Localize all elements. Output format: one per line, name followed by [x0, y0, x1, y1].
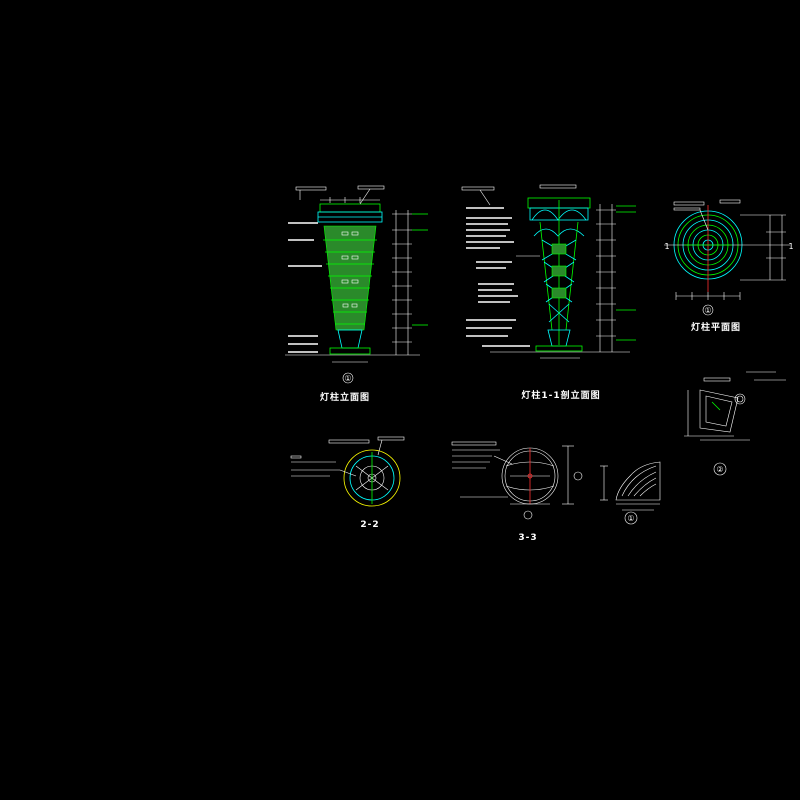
elevation-axis-bubble: [342, 372, 354, 384]
section-view-title: 灯柱1-1剖立面图: [521, 389, 600, 401]
detail-1-view: ①: [600, 461, 661, 525]
plan-axis-bubble: [702, 304, 714, 316]
elevation-view-title: 灯柱立面图: [320, 391, 370, 403]
svg-text:1: 1: [664, 242, 669, 251]
detail-2-bubble: [713, 462, 727, 476]
tapered-column-body: [323, 225, 377, 331]
lamp-post-plan-view: 1 1 ① 灯柱平面图: [664, 199, 794, 333]
detail-1-bubble: [624, 511, 638, 525]
section-2-2-view: 2-2: [290, 436, 405, 530]
lamp-post-section-view: 灯柱1-1剖立面图: [461, 184, 636, 401]
plan-axis-mark: ①: [704, 306, 711, 315]
section-3-3-label: 3-3: [518, 533, 537, 543]
section-truss-body: [539, 200, 579, 345]
section-2-2-label: 2-2: [360, 520, 379, 530]
section-dimension-chain: [596, 204, 636, 352]
plan-view-title: 灯柱平面图: [691, 321, 741, 333]
svg-text:1: 1: [788, 242, 793, 251]
section-leader-notes: [466, 207, 530, 347]
detail-2-mark: ②: [716, 465, 723, 474]
elevation-axis-mark: ①: [344, 374, 351, 383]
lamp-post-elevation-view: ① 灯柱立面图: [285, 185, 428, 403]
section-3-3-view: 3-3: [451, 441, 583, 543]
detail-1-mark: ①: [627, 514, 634, 523]
elevation-dimension-chain: [392, 210, 428, 355]
detail-2-view: ②: [684, 371, 786, 476]
